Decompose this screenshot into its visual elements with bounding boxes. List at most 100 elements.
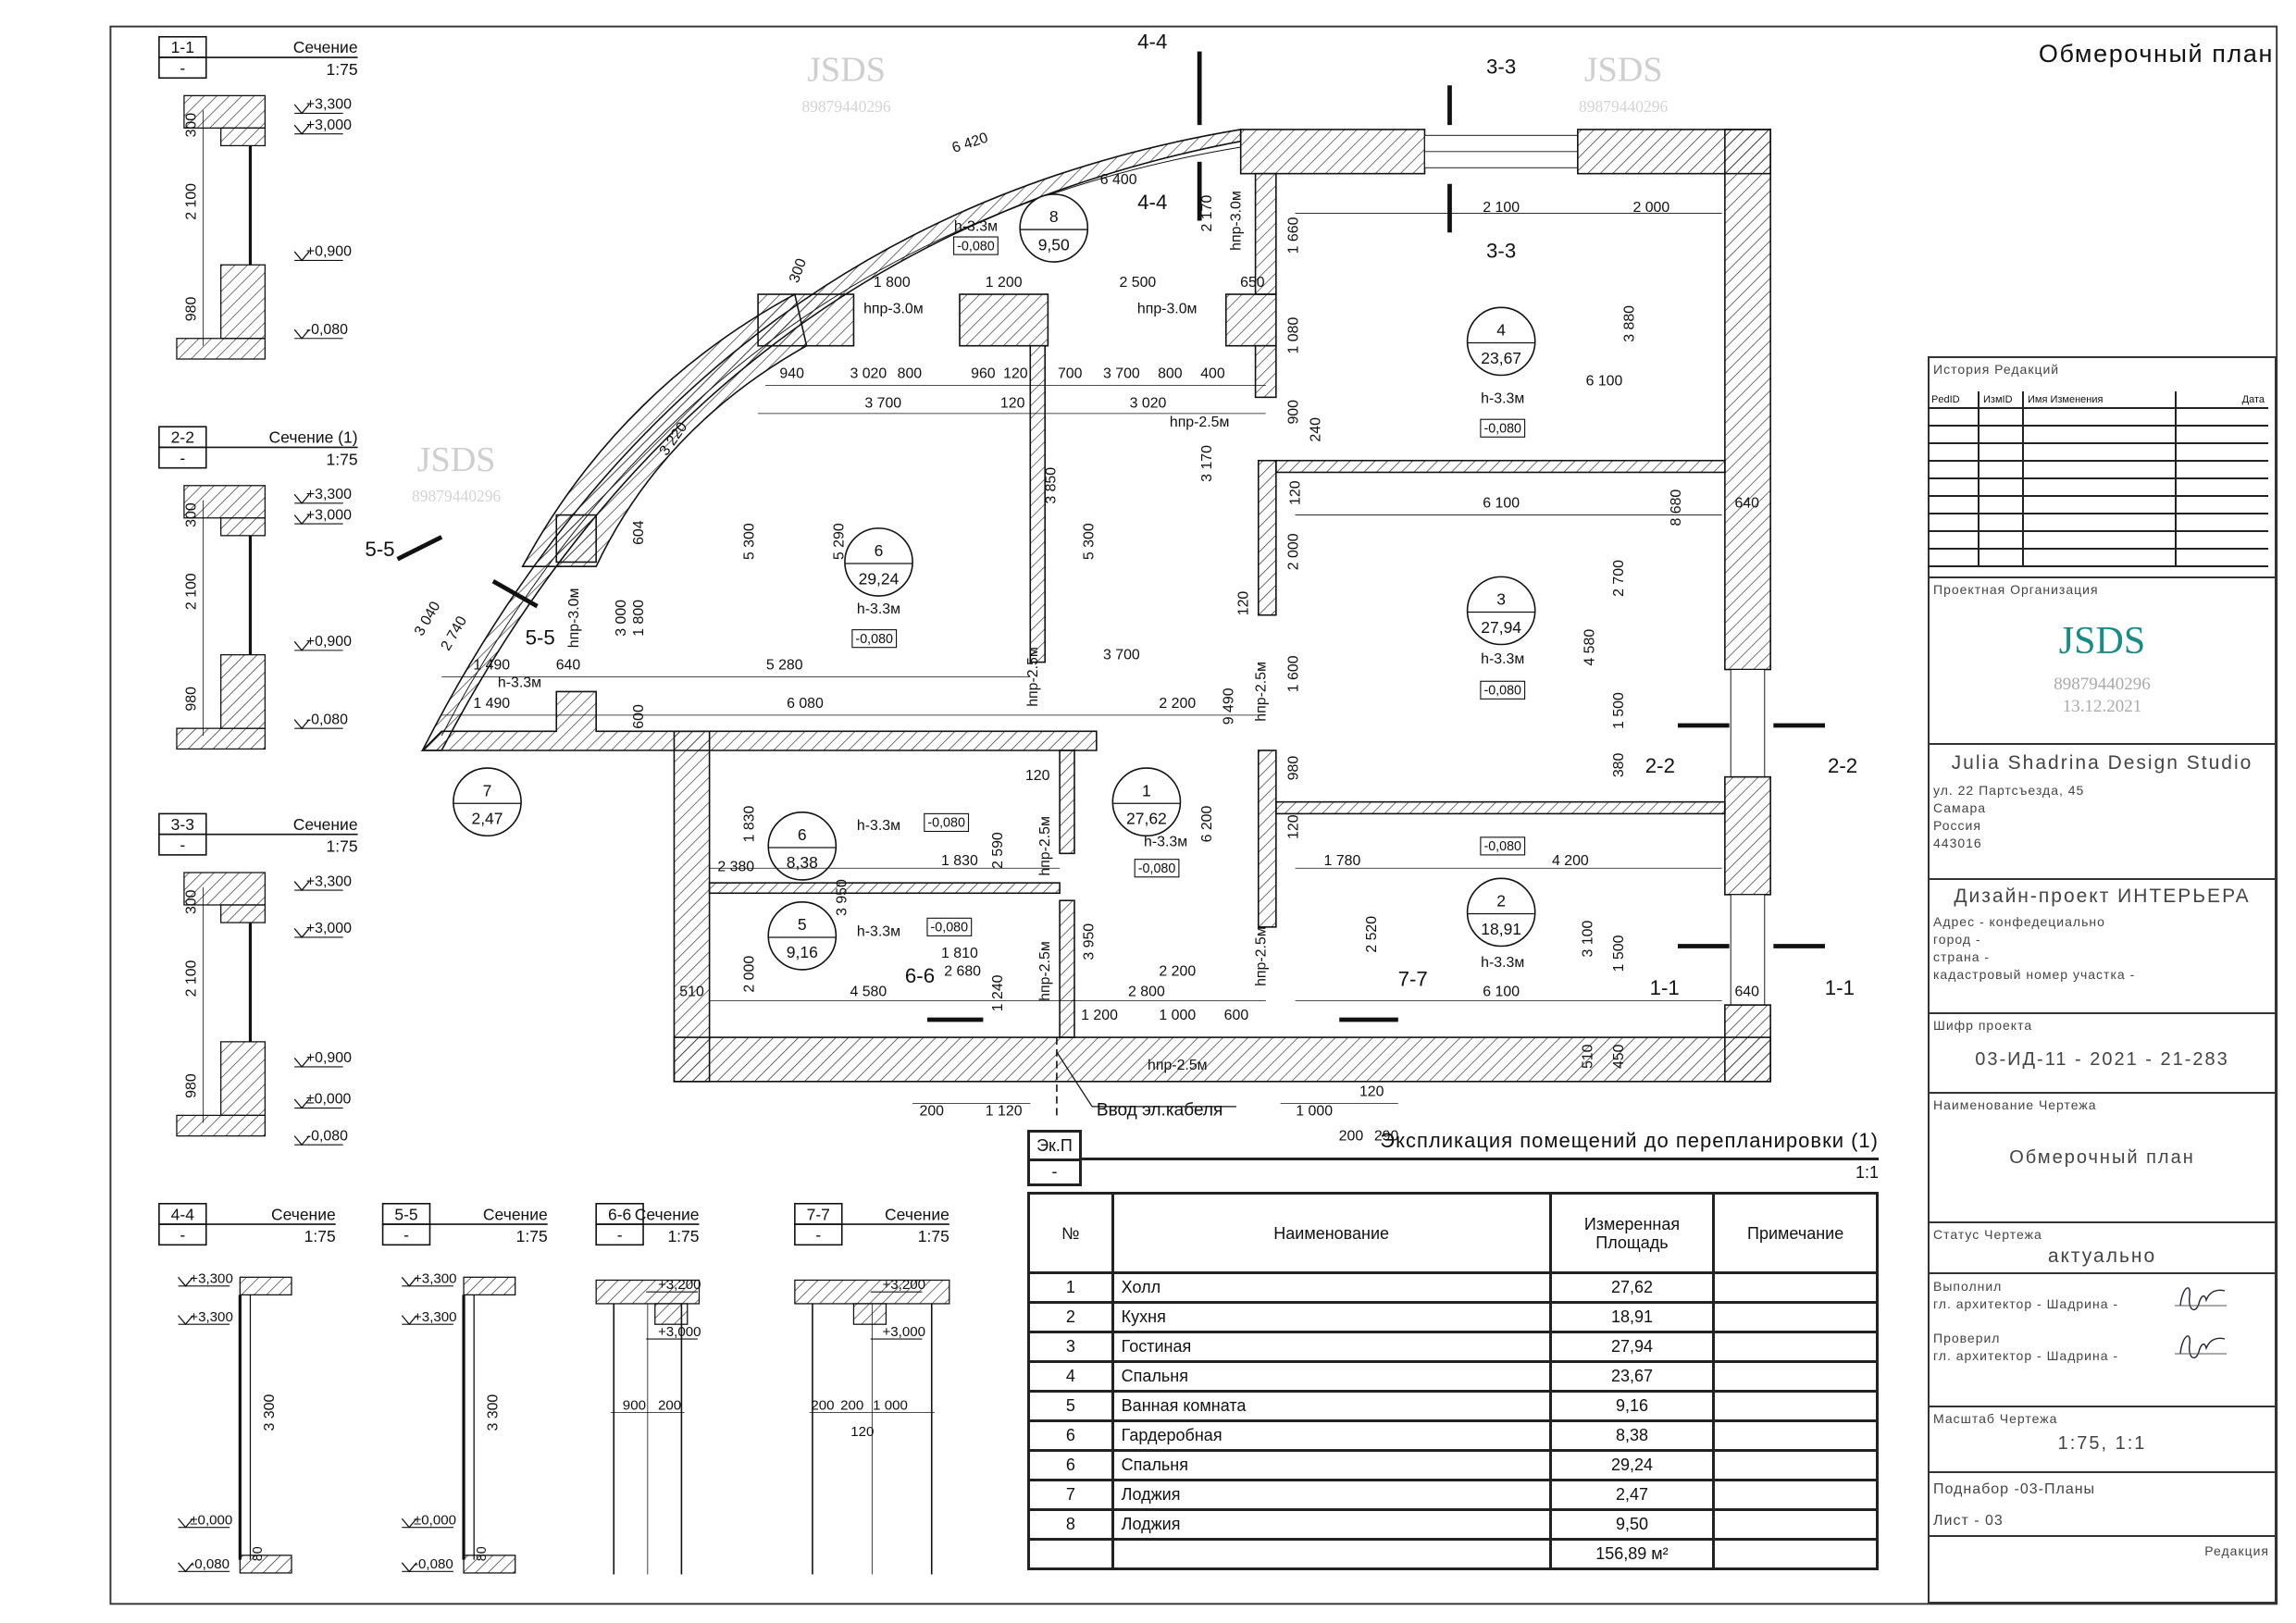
dimension-label: 600	[1224, 1008, 1249, 1023]
col-name: Наименование	[1111, 1192, 1552, 1274]
section-dimension: 2 100	[184, 183, 200, 220]
project-info-line: Адрес - конфедециально	[1933, 914, 2105, 929]
section-cut-label: 4-4	[1137, 191, 1167, 214]
level-value: +3,000	[306, 507, 352, 523]
room-number-cell: 2	[1027, 1301, 1114, 1333]
section-cut-label: 1-1	[1650, 976, 1680, 999]
room-area-cell: 27,94	[1548, 1331, 1716, 1363]
dimension-label: 3 000	[614, 600, 629, 637]
room-note-cell	[1712, 1271, 1879, 1304]
explication-table: № Наименование Измеренная Площадь Примеч…	[1027, 1192, 1879, 1570]
level-mark-icon	[178, 1518, 193, 1529]
dimension-label: 2 170	[1199, 195, 1215, 232]
dimension-label: 5 280	[766, 658, 803, 674]
dimension-label: 2 520	[1364, 916, 1380, 953]
level-box	[1480, 680, 1526, 700]
room-name-cell: Лоджия	[1111, 1479, 1552, 1511]
scale-section: Масштаб Чертежа 1:75, 1:1	[1928, 1406, 2277, 1471]
studio-address: ул. 22 Партсъезда, 45 Самара Россия 4430…	[1933, 782, 2084, 852]
dimension-label: 300	[787, 256, 810, 285]
opening-height: hпр-3.0м	[566, 588, 582, 649]
section-dimension: 1 000	[873, 1397, 908, 1413]
checked: Проверил гл. архитектор - Шадрина -	[1933, 1330, 2118, 1365]
dimension-label: 1 800	[874, 275, 911, 291]
dimension-label: 400	[1200, 366, 1225, 382]
history-cell	[2175, 496, 2268, 514]
section-slab	[183, 872, 267, 906]
dimension-label: 2 590	[990, 832, 1006, 869]
room-note-cell	[1712, 1360, 1879, 1393]
section-sub: -	[815, 1226, 821, 1245]
history-cell	[1978, 496, 2023, 514]
opening-height: hпр-2.5м	[1037, 816, 1053, 876]
explication-title-underline	[1082, 1158, 1879, 1160]
level-value: +0,900	[306, 1050, 352, 1066]
history-col-redid: PedID	[1928, 391, 1979, 409]
section-lintel	[220, 127, 267, 147]
section-dimension: 300	[184, 889, 200, 914]
section-dimension: 200	[811, 1397, 834, 1413]
cable-leader	[1056, 1051, 1093, 1108]
room-name-cell: Кухня	[1111, 1301, 1552, 1333]
section-cut-label: 3-3	[1486, 56, 1516, 79]
dimension-label: 2 700	[1611, 560, 1627, 597]
sheet-number: Лист - 03	[1933, 1513, 2004, 1529]
room-marker	[844, 527, 913, 597]
dimension-label: 2 680	[944, 963, 981, 979]
drawing-name: Обмерочный план	[2009, 1147, 2195, 1168]
level-value: +3,300	[190, 1309, 233, 1325]
section-lintel	[654, 1303, 689, 1325]
level-value: +3,300	[190, 1271, 233, 1287]
section-scale: 1:75	[304, 1227, 336, 1245]
history-cell	[1978, 408, 2023, 427]
section-dimension: 120	[850, 1424, 874, 1440]
address-line: Самара	[1933, 800, 1987, 815]
dimension-label: 3 020	[1130, 395, 1167, 411]
total-area: 156,89 м²	[1548, 1538, 1716, 1570]
window	[1730, 669, 1766, 778]
level-value: +3,000	[882, 1324, 925, 1340]
subset: Поднабор -03-Планы	[1933, 1481, 2096, 1497]
section-cut-label: 5-5	[365, 538, 394, 561]
status-value: актуально	[2047, 1245, 2157, 1267]
room-height: h-3.3м	[1481, 651, 1524, 667]
dimension-label: 2 800	[1128, 985, 1165, 1000]
room-note-cell	[1712, 1449, 1879, 1481]
project-info: Адрес - конфедециально город - страна - …	[1933, 913, 2135, 984]
floor-plan	[396, 51, 1825, 1119]
room-marker	[1466, 877, 1536, 948]
dimension-label: 800	[898, 366, 923, 382]
section-floor	[176, 338, 267, 360]
level-value: -0,080	[306, 322, 348, 338]
section-cut-label: 7-7	[1398, 967, 1428, 990]
history-row	[1928, 461, 2268, 479]
section-floor	[463, 1555, 516, 1574]
section-floor	[239, 1555, 292, 1574]
title-block	[1928, 356, 2277, 1604]
section-dimension: 300	[184, 502, 200, 527]
dimension-label: 1 080	[1286, 317, 1302, 354]
floor-level: -0,080	[855, 632, 893, 647]
watermark-brand: JSDS	[1584, 50, 1663, 89]
col-number: №	[1027, 1192, 1114, 1274]
history-col-chgid: ИзмID	[1978, 391, 2023, 409]
project-info-line: город -	[1933, 932, 1981, 947]
history-cell	[2175, 549, 2268, 567]
level-value: +3,000	[658, 1324, 701, 1340]
partition	[1257, 459, 1277, 616]
explication-scale: 1:1	[1855, 1163, 1879, 1182]
drawing-name-section: Наименование Чертежа Обмерочный план	[1928, 1092, 2277, 1221]
history-cell	[1928, 531, 1979, 550]
dimension-label: 450	[1611, 1044, 1627, 1069]
floor-level: -0,080	[1138, 861, 1176, 876]
room-area-cell: 27,62	[1548, 1271, 1716, 1304]
wall	[673, 730, 711, 1083]
room-area: 8,38	[787, 853, 818, 872]
floor-level: -0,080	[957, 239, 995, 254]
section-label: Сечение	[885, 1205, 949, 1223]
level-box	[1134, 859, 1180, 878]
room-name-cell: Гардеробная	[1111, 1419, 1552, 1452]
